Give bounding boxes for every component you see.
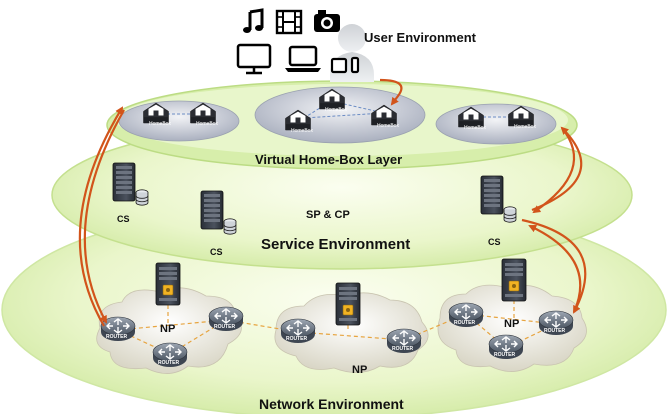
monitor-icon	[236, 43, 272, 75]
router-label: ROUTER	[106, 334, 128, 340]
laptop-icon	[285, 45, 321, 72]
server-rack-icon	[200, 190, 224, 230]
router-label: ROUTER	[286, 336, 308, 342]
music-note-icon	[243, 8, 264, 33]
np-server-icon	[155, 262, 181, 306]
cs-server-3: CS	[480, 175, 517, 247]
database-icon	[503, 206, 517, 223]
router-label: ROUTER	[214, 324, 236, 330]
sp-cp-label: SP & CP	[306, 209, 350, 221]
np-label: NP	[504, 318, 519, 330]
service-environment-label: Service Environment	[261, 236, 410, 253]
arrow-homebox-to-network-left	[83, 109, 125, 324]
router-label: ROUTER	[392, 346, 414, 352]
arrow-network-to-homebox-left	[78, 106, 124, 327]
router-label: ROUTER	[544, 328, 566, 334]
database-icon	[135, 189, 149, 206]
homebox-label: HomeBox	[291, 128, 313, 134]
homebox-cluster-right: HomeBox HomeBox	[435, 103, 557, 145]
cs-server-1: CS	[112, 162, 149, 224]
router-label: ROUTER	[454, 320, 476, 326]
cs-label: CS	[210, 247, 223, 257]
np-label: NP	[352, 364, 367, 376]
user-environment-label: User Environment	[364, 30, 477, 45]
arrow-router-to-cs-right	[528, 224, 582, 313]
np-label: NP	[160, 323, 175, 335]
arrow-homebox-to-cs-right	[532, 127, 576, 214]
homebox-label: HomeBox	[514, 124, 536, 130]
arrow-user-to-homebox	[379, 78, 403, 106]
np-server-icon	[501, 258, 527, 302]
router-label: ROUTER	[158, 360, 180, 366]
cs-server-2: CS	[200, 190, 237, 257]
np-cloud-center	[274, 292, 429, 373]
flow-arrows	[78, 78, 587, 327]
homebox-label: HomeBox	[149, 121, 171, 127]
homebox-cluster-left: HomeBox HomeBox	[118, 100, 240, 142]
network-environment-label: Network Environment	[259, 396, 404, 412]
homebox-label: HomeBox	[325, 107, 347, 113]
cs-label: CS	[117, 214, 130, 224]
server-rack-icon	[480, 175, 504, 215]
virtual-homebox-layer-label: Virtual Home-Box Layer	[255, 152, 402, 167]
router-group: ROUTER ROUTER ROUTER ROUTER ROUTER ROUTE…	[100, 302, 574, 368]
np-cloud-left	[96, 287, 242, 374]
homebox-cluster-center: HomeBox HomeBox HomeBox	[254, 86, 426, 144]
router-label: ROUTER	[494, 352, 516, 358]
homebox-label: HomeBox	[377, 123, 399, 129]
user-environment: User Environment	[236, 8, 477, 82]
homebox-label: HomeBox	[196, 121, 218, 127]
database-icon	[223, 218, 237, 235]
film-strip-icon	[275, 9, 303, 35]
server-rack-icon	[112, 162, 136, 202]
camera-icon	[314, 10, 340, 32]
np-server-icon	[335, 282, 361, 326]
arrow-cs-to-router-right	[521, 218, 587, 314]
tablet-icon	[330, 57, 348, 74]
phone-icon	[350, 56, 360, 74]
cs-label: CS	[488, 237, 501, 247]
homebox-label: HomeBox	[464, 125, 486, 131]
